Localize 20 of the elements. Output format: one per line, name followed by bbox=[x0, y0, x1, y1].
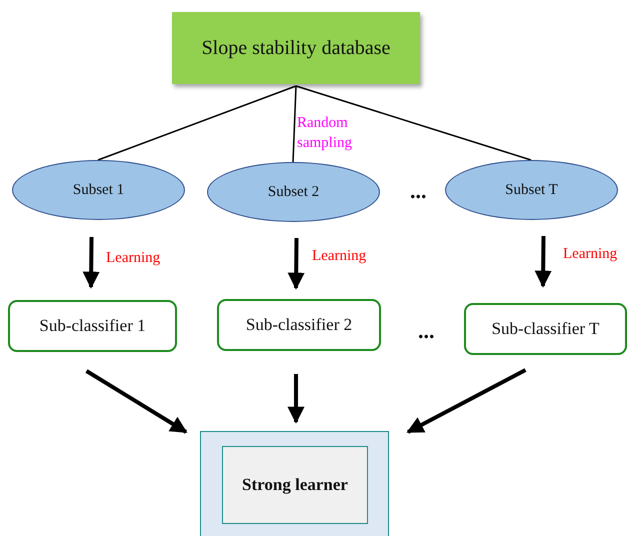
subset-ellipse: Subset T bbox=[445, 160, 618, 220]
arrow bbox=[82, 236, 100, 289]
learner-box: Strong learner bbox=[222, 446, 368, 524]
connector-line bbox=[98, 85, 296, 161]
subset-ellipse: Subset 2 bbox=[207, 162, 380, 222]
arrow bbox=[85, 369, 188, 434]
learner-frame bbox=[200, 431, 389, 536]
connector-line bbox=[296, 85, 532, 161]
classifier-box: Sub-classifier 2 bbox=[217, 299, 381, 351]
arrow bbox=[406, 368, 526, 434]
ellipsis: ... bbox=[418, 320, 434, 342]
arrow bbox=[288, 238, 305, 290]
classifier-box: Sub-classifier 1 bbox=[8, 300, 177, 352]
arrow bbox=[288, 374, 304, 424]
classifier-box: Sub-classifier T bbox=[464, 303, 627, 355]
subset-ellipse: Subset 1 bbox=[12, 160, 185, 220]
arrow bbox=[534, 236, 552, 288]
ellipsis: ... bbox=[410, 180, 426, 202]
database-box: Slope stability database bbox=[172, 12, 420, 84]
connector-line bbox=[292, 86, 297, 162]
